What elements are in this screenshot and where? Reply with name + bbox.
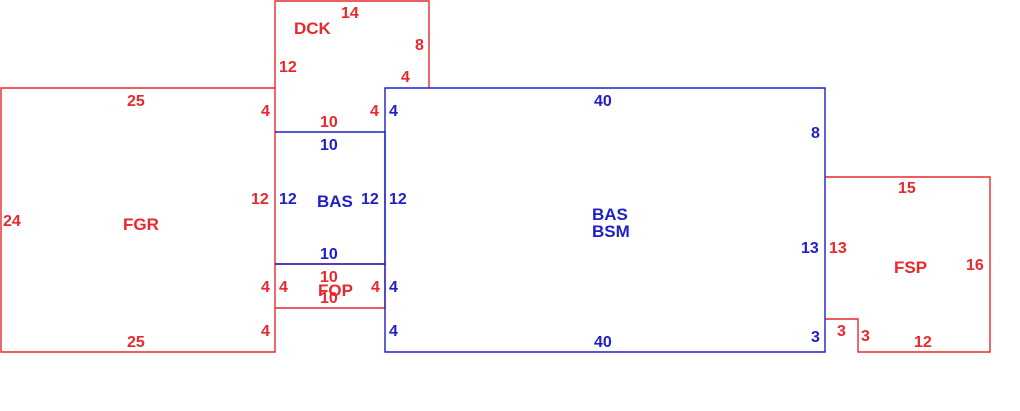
dim-fgr-right-upper: 4 [261, 103, 270, 120]
dim-dck-bottom: 10 [320, 114, 338, 131]
dim-fgr-right-mid: 12 [251, 191, 269, 208]
dim-bas-right-mid: 13 [801, 240, 819, 257]
dim-bas-left-upper: 4 [389, 103, 398, 120]
dim-fsp-right: 16 [966, 257, 984, 274]
dim-fop-top: 10 [320, 269, 338, 286]
dim-bas-small-bottom: 10 [320, 246, 338, 263]
dim-fsp-left: 13 [829, 240, 847, 257]
dim-bas-left-bottom: 4 [389, 323, 398, 340]
dck-area-label: DCK [294, 19, 332, 38]
fgr-outline [0, 87, 276, 353]
bsm-main-area-label: BSM [592, 222, 630, 241]
dim-bas-bottom: 40 [594, 334, 612, 351]
bas-main-outline [384, 87, 826, 353]
dim-fop-bottom: 10 [320, 290, 338, 307]
dim-dck-right: 8 [415, 37, 424, 54]
dim-fgr-right-lower: 4 [261, 279, 270, 296]
dim-bas-top: 40 [594, 93, 612, 110]
dim-bas-left-mid: 12 [389, 191, 407, 208]
dim-bas-small-top: 10 [320, 137, 338, 154]
dim-fsp-top: 15 [898, 180, 916, 197]
dim-dck-left: 12 [279, 59, 297, 76]
bas-small-area-label: BAS [317, 192, 353, 211]
dim-fsp-notch-top: 3 [837, 323, 846, 340]
dim-dck-step2: 4 [370, 103, 379, 120]
dck-outline [274, 0, 430, 88]
dim-dck-step: 4 [401, 69, 410, 86]
dim-dck-top: 14 [341, 5, 359, 22]
dim-bas-small-right: 12 [361, 191, 379, 208]
dim-fgr-top: 25 [127, 93, 145, 110]
dim-fgr-right-bottom: 4 [261, 323, 270, 340]
dim-bas-left-lower: 4 [389, 279, 398, 296]
fop-area-label: FOP [318, 281, 353, 300]
dim-fgr-left: 24 [3, 213, 21, 230]
fsp-outline [825, 176, 991, 353]
dim-bas-small-left: 12 [279, 191, 297, 208]
dim-fop-left: 4 [279, 279, 288, 296]
dim-fgr-bottom: 25 [127, 334, 145, 351]
bas-main-area-label: BAS [592, 205, 628, 224]
dim-fsp-notch-side: 3 [861, 328, 870, 345]
fgr-area-label: FGR [123, 215, 159, 234]
dim-bas-right-lower: 3 [811, 329, 820, 346]
dim-fsp-bottom: 12 [914, 334, 932, 351]
fsp-area-label: FSP [894, 258, 927, 277]
dim-fop-right: 4 [371, 279, 380, 296]
dim-bas-right-upper: 8 [811, 125, 820, 142]
